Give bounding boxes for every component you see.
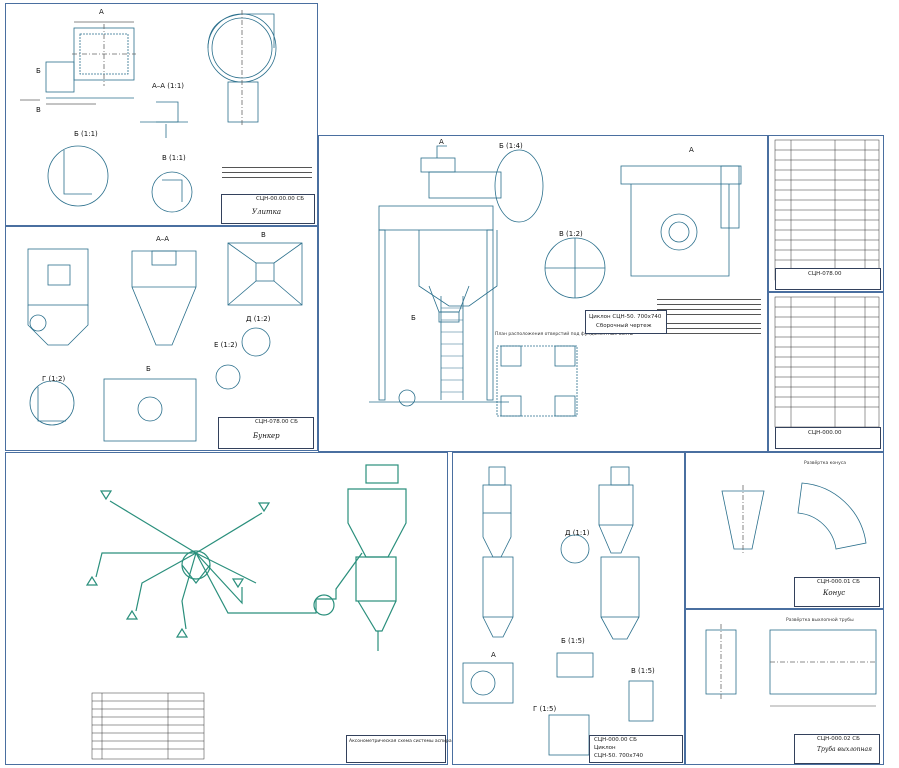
cyclone-label-d11: Д (1:1) <box>565 529 590 537</box>
hopper-code: СЦН-078.00 СБ <box>255 419 298 425</box>
cone-title-block: СЦН-000.01 СБ Конус <box>794 577 880 607</box>
cyclone-label-a: А <box>491 651 496 659</box>
cap-code: СЦН-00.00.00 СБ <box>256 196 305 202</box>
cap-notes <box>222 164 312 178</box>
cyclone-code: СЦН-000.00 СБ <box>594 737 637 743</box>
hopper-label-aa: А–А <box>156 235 170 243</box>
cyclone-title: Циклон <box>594 745 616 751</box>
hopper-label-v: В <box>261 231 266 239</box>
cap-label-a: А <box>99 8 104 16</box>
sheet-pipe: Развёртка выхлопной трубы СЦН-000.02 СБ … <box>685 609 884 765</box>
pipe-code: СЦН-000.02 СБ <box>817 736 860 742</box>
cap-drawing <box>20 10 277 213</box>
assembly-label-a: А <box>439 138 444 146</box>
hopper-label-g: Г (1:2) <box>42 375 66 383</box>
spec2-title-block: СЦН-000.00 <box>775 427 881 449</box>
hopper-title: Бункер <box>253 432 280 440</box>
cap-label-aa: А–А (1:1) <box>152 82 185 90</box>
spec1-title-block: СЦН-078.00 <box>775 268 881 290</box>
cyclone-drawing <box>462 466 654 756</box>
assembly-label-v12: В (1:2) <box>559 230 583 238</box>
sheet-hopper: А–А В Б Д (1:2) Е (1:2) Г (1:2) СЦН-078.… <box>5 226 318 451</box>
cap-label-b: Б <box>36 67 41 75</box>
sheet-spec-1: СЦН-078.00 <box>768 135 884 292</box>
sheet-assembly: А Б (1:4) В (1:2) Б А План расположения … <box>318 135 768 452</box>
cone-caption: Развёртка конуса <box>804 461 846 466</box>
cap-label-v11: В (1:1) <box>162 154 186 162</box>
cyclone-label-v15: В (1:5) <box>631 667 655 675</box>
cap-title: Улитка <box>252 208 282 216</box>
assembly-notes <box>657 296 761 334</box>
cone-drawing <box>721 482 867 555</box>
assembly-subtitle: Сборочный чертеж <box>596 323 652 329</box>
sheet-cyclone: А Б (1:5) В (1:5) Г (1:5) Д (1:1) СЦН-00… <box>452 452 685 765</box>
cyclone-label-b15: Б (1:5) <box>561 637 585 645</box>
assembly-title: Циклон СЦН-50. 700x740 <box>589 314 662 320</box>
cyclone-subtitle: СЦН-50. 700x740 <box>594 753 643 759</box>
assembly-label-b: Б <box>411 314 416 322</box>
cyclone-title-block: СЦН-000.00 СБ Циклон СЦН-50. 700x740 <box>589 735 683 763</box>
sheet-spec-2: СЦН-000.00 <box>768 292 884 452</box>
sheet-cap: А Б В А–А (1:1) Б (1:1) В (1:1) СЦН-00.0… <box>5 3 318 226</box>
pipe-caption: Развёртка выхлопной трубы <box>786 618 854 623</box>
hopper-label-d: Д (1:2) <box>246 315 271 323</box>
spec2-code: СЦН-000.00 <box>808 430 842 436</box>
cap-label-v: В <box>36 106 41 114</box>
sheet-scheme: Аксонометрическая схема системы аспираци… <box>5 452 461 765</box>
hopper-label-b: Б <box>146 365 151 373</box>
assembly-label-b14: Б (1:4) <box>499 142 523 150</box>
assembly-plan-caption: План расположения отверстий под фундамен… <box>495 332 634 337</box>
spec1-table <box>774 139 880 281</box>
assembly-drawing <box>369 145 742 417</box>
sheet-cone: Развёртка конуса СЦН-000.01 СБ Конус <box>685 452 884 609</box>
pipe-drawing <box>705 624 877 707</box>
cap-label-b11: Б (1:1) <box>74 130 98 138</box>
scheme-title-block: Аксонометрическая схема системы аспираци… <box>346 735 461 763</box>
pipe-title-block: СЦН-000.02 СБ Труба выхлопная <box>794 734 880 764</box>
hopper-drawing <box>27 242 303 442</box>
cyclone-label-g15: Г (1:5) <box>533 705 557 713</box>
hopper-label-e: Е (1:2) <box>214 341 238 349</box>
assembly-title-block: Циклон СЦН-50. 700x740 Сборочный чертеж <box>585 310 667 334</box>
hopper-title-block: СЦН-078.00 СБ Бункер <box>218 417 314 449</box>
pipe-title: Труба выхлопная <box>817 746 873 753</box>
cone-title: Конус <box>823 589 846 597</box>
spec1-code: СЦН-078.00 <box>808 271 842 277</box>
scheme-caption: Аксонометрическая схема системы аспираци… <box>349 739 461 744</box>
assembly-label-a2: А <box>689 146 694 154</box>
scheme-drawing <box>85 464 407 760</box>
cap-title-block: СЦН-00.00.00 СБ Улитка <box>221 194 315 224</box>
cone-code: СЦН-000.01 СБ <box>817 579 860 585</box>
